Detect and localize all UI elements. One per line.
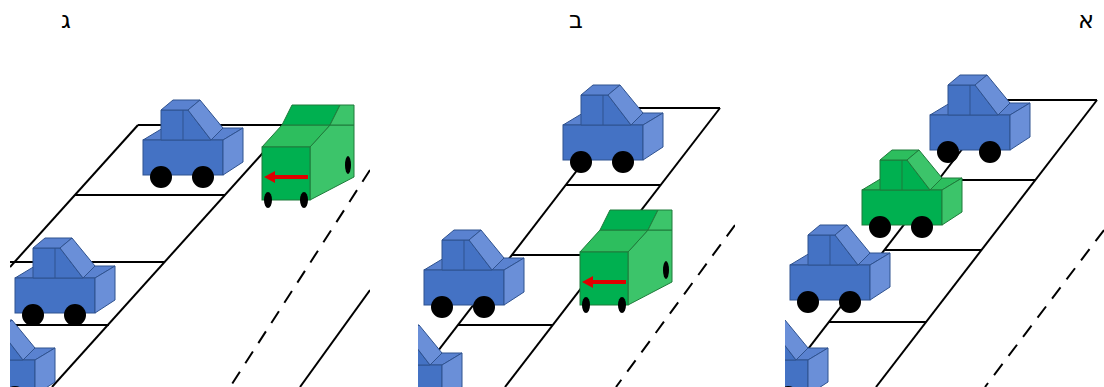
panel-a — [785, 75, 1104, 387]
panel-letter: א — [1078, 6, 1094, 34]
panel-letter: ג — [61, 6, 71, 34]
panel-b — [418, 85, 735, 387]
panel-letter: ב — [569, 6, 583, 34]
panel-c — [10, 100, 370, 387]
